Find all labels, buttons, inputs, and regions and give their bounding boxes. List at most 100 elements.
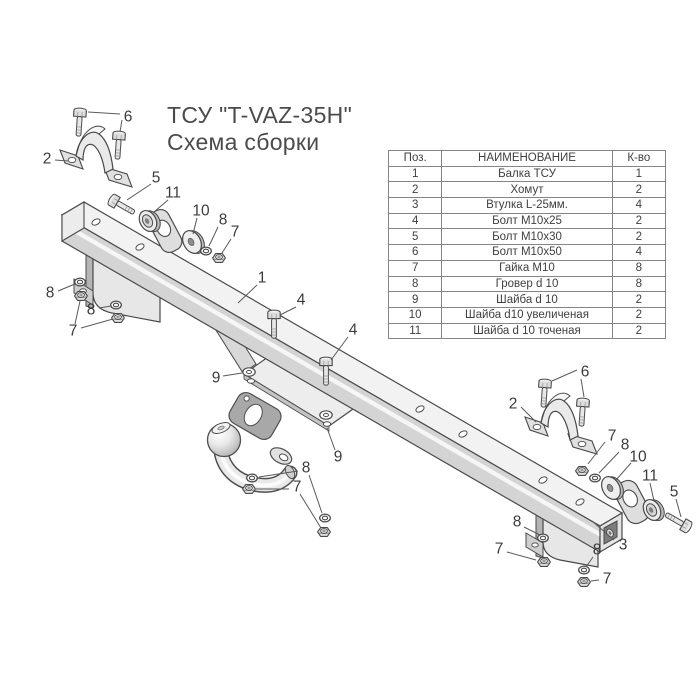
callout-leader: [615, 462, 632, 481]
callout-leader: [80, 318, 114, 329]
beam-holes: [91, 218, 585, 506]
tow-ball: [206, 422, 242, 458]
bumper-plate: [228, 391, 282, 441]
callout-number: 8: [593, 542, 602, 559]
callout-leader: [237, 284, 258, 304]
callout-leader: [258, 470, 299, 478]
callout-number: 7: [69, 323, 78, 340]
pin-bolt-right: [662, 508, 694, 535]
callout-leader: [222, 372, 243, 377]
callout-number: 9: [334, 449, 343, 466]
flat-washer: [242, 367, 256, 377]
left-clamp: [59, 125, 133, 188]
callout-leader: [587, 441, 606, 465]
callout-number: 2: [43, 151, 52, 168]
nut: [576, 577, 592, 587]
callout-number: 7: [603, 571, 612, 588]
spring-washer: [319, 513, 331, 523]
callout-number: 8: [87, 302, 96, 319]
callout-number: 4: [297, 292, 306, 309]
callout-leader: [74, 300, 81, 325]
nut: [316, 527, 332, 537]
nut: [536, 557, 552, 567]
callout-leader: [308, 474, 323, 514]
callout-leader: [299, 493, 322, 529]
callout-leader: [98, 305, 112, 309]
callout-number: 2: [509, 396, 518, 413]
callout-leader: [591, 520, 615, 541]
callout-leader: [675, 498, 682, 518]
callout-leader: [598, 451, 620, 474]
clamp-bolt: [110, 130, 127, 161]
spring-washer: [246, 473, 258, 483]
callout-leader: [585, 556, 594, 568]
callout-number: 5: [152, 170, 161, 187]
plate-hole: [246, 378, 256, 384]
plate-hole: [322, 421, 332, 427]
spring-washer: [589, 473, 601, 483]
callout-leader: [649, 482, 655, 502]
nut: [574, 466, 590, 476]
clamp-bolt: [574, 397, 591, 428]
drawing-title: ТСУ "T-VAZ-35H" Схема сборки: [167, 102, 352, 156]
callout-leader: [153, 199, 169, 213]
callout-leader: [57, 283, 76, 292]
callout-number: 7: [293, 479, 302, 496]
callout-number: 6: [124, 109, 133, 126]
callout-leader: [580, 378, 585, 398]
callout-leader: [87, 111, 121, 115]
callout-number: 7: [495, 541, 504, 558]
callout-number: 11: [642, 468, 658, 485]
callout-number: 11: [165, 185, 181, 202]
ball-neck: [213, 444, 298, 493]
callout-leader: [54, 159, 69, 162]
callout-number: 8: [46, 285, 55, 302]
callout-number: 8: [513, 514, 522, 531]
callout-leader: [279, 306, 297, 316]
callout-leader: [590, 579, 600, 582]
spring-washer: [200, 246, 212, 256]
spring-washer: [74, 277, 86, 287]
callout-number: 4: [349, 322, 358, 339]
title-line-model: ТСУ "T-VAZ-35H": [167, 102, 353, 128]
callout-leader: [520, 406, 537, 423]
spring-washer: [110, 300, 122, 310]
callout-number: 6: [581, 364, 590, 381]
table-cell: 2: [611, 322, 667, 340]
flat-washer: [319, 410, 333, 420]
spring-washer: [578, 565, 590, 575]
callout-leader: [119, 119, 123, 133]
callout-number: 9: [212, 370, 221, 387]
callout-number: 7: [231, 224, 240, 241]
callout-leader: [208, 226, 219, 247]
callout-leader: [523, 526, 541, 536]
clamp-bolt: [71, 107, 88, 138]
neck-bracket: [269, 447, 293, 465]
callout-leader: [326, 427, 336, 451]
title-line-subtitle: Схема сборки: [167, 129, 320, 155]
table-cell: 11: [387, 322, 443, 340]
callout-number: 5: [670, 484, 679, 501]
main-beam: [60, 201, 624, 554]
nut: [211, 253, 227, 263]
callout-number: 8: [219, 212, 228, 229]
callout-leader: [221, 238, 232, 254]
nut: [73, 291, 89, 301]
callout-leader: [506, 551, 537, 561]
callout-leader: [330, 336, 349, 361]
callout-number: 3: [619, 537, 628, 554]
callout-leader: [192, 217, 198, 235]
callout-number: 8: [621, 437, 630, 454]
callout-leader: [126, 183, 152, 201]
callout-leader: [551, 369, 578, 382]
right-clamp: [524, 392, 598, 455]
callout-number: 8: [302, 460, 311, 477]
